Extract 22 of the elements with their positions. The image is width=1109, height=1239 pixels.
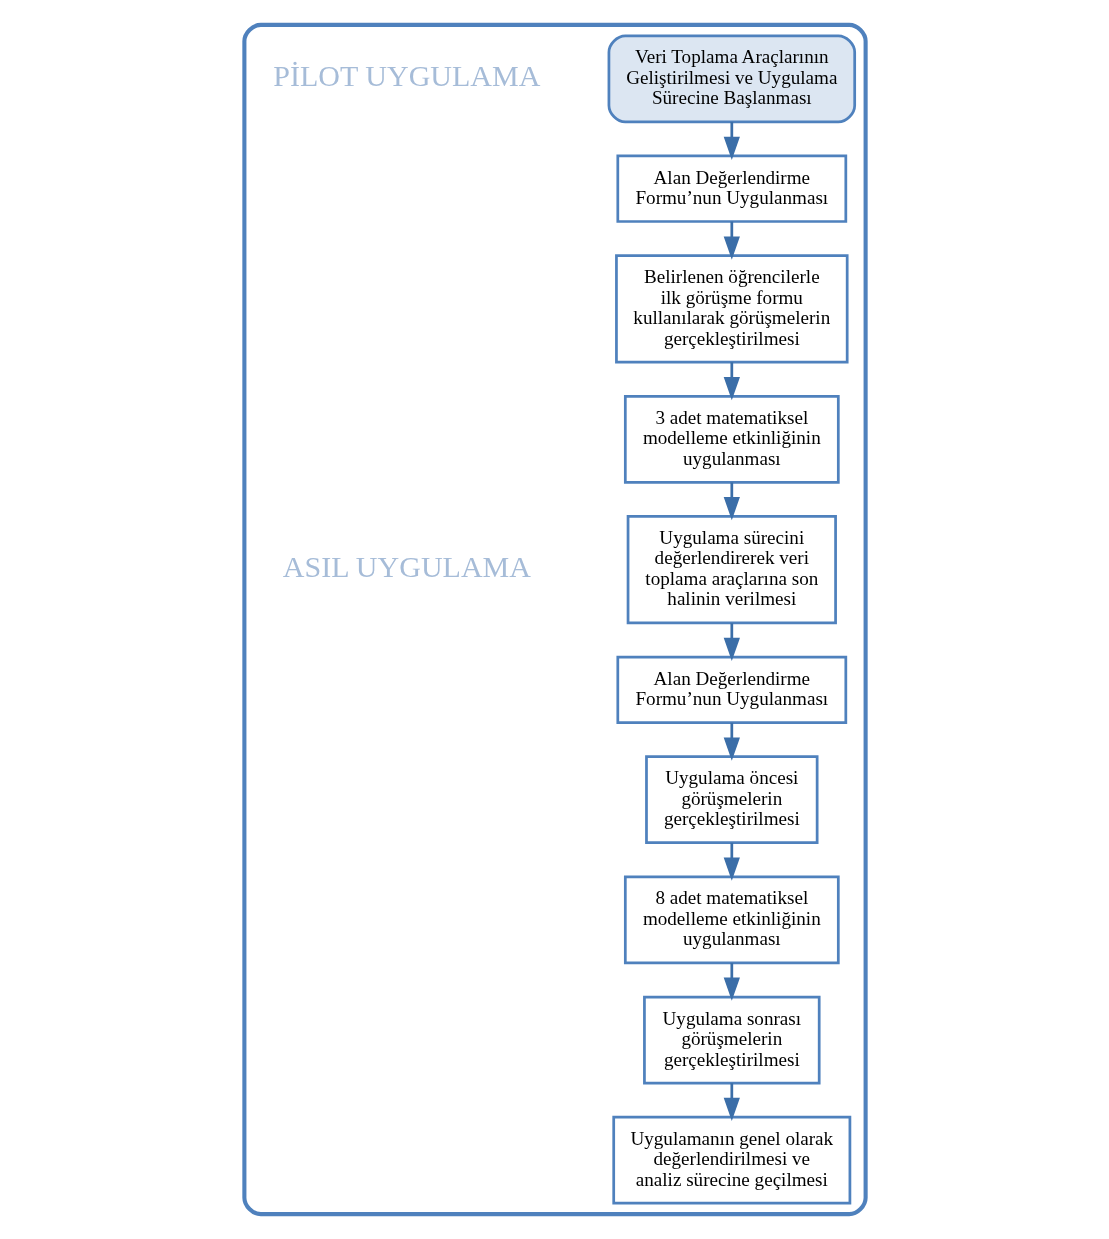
node-box: 3 adet matematiksel modelleme etkinliğinin uygulanması (623, 394, 840, 484)
node-box: Uygulamanın genel olarak değerlendirilmesi ve analiz sürecine geçilmesi (611, 1115, 851, 1205)
node-box: 8 adet matematiksel modelleme etkinliğinin uygulanması (623, 875, 840, 965)
node-box: Alan Değerlendirme Formu’nun Uygulanması (615, 154, 847, 223)
cluster (241, 22, 868, 1217)
arrow (723, 962, 740, 1001)
node-box: Uygulama sürecini değerlendirerek veri toplama araçlarına son halinin verilmesi (626, 515, 837, 625)
arrow (723, 362, 740, 401)
node-box: Belirlenen öğrencilerle ilk görüşme formu kullanılarak görüşmelerin gerçekleştirilmesi (614, 254, 849, 364)
arrow (723, 623, 740, 662)
node-box: Alan Değerlendirme Formu’nun Uygulanması (615, 655, 847, 724)
arrow (723, 121, 740, 160)
node-box: Uygulama sonrası görüşmelerin gerçekleştirilmesi (642, 995, 821, 1085)
label: PİLOT UYGULAMA (272, 59, 540, 93)
arrow (723, 842, 740, 881)
arrow (723, 722, 740, 761)
arrow (723, 482, 740, 521)
arrow (723, 1083, 740, 1121)
node-box: Uygulama öncesi görüşmelerin gerçekleştirilmesi (644, 755, 818, 845)
node-box: Veri Toplama Araçlarının Geliştirilmesi ve Uygulama Sürecine Başlanması (607, 34, 856, 124)
label: ASIL UYGULAMA (282, 550, 531, 584)
arrow (723, 221, 740, 260)
